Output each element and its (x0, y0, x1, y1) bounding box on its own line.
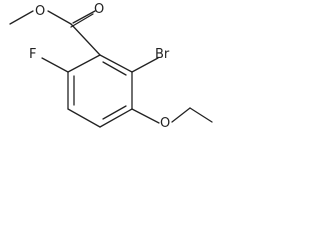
atom-label-ester-oxygen: O (35, 4, 45, 19)
atom-label-carbonyl-oxygen: O (94, 2, 104, 17)
chemical-structure-diagram: O O F Br O (9, 2, 213, 131)
bond-carbonyl-ring (70, 23, 101, 56)
bond-ring-ether-oxygen (131, 108, 160, 124)
ring-inner-bond-1 (102, 61, 127, 76)
bond-ring-bromine (131, 57, 159, 73)
bond-ring-fluorine (41, 57, 69, 73)
bond-methyl-oxygen (9, 10, 34, 25)
ring-bond-c4-c5 (67, 108, 101, 128)
bond-ether-oxygen-ethyl (171, 107, 191, 123)
bond-carbonyl-double-b (70, 13, 94, 28)
bond-oxygen-carbonyl-carbon (47, 10, 72, 25)
structure-canvas: O O F Br O (0, 0, 222, 163)
ring-bond-c6-c1 (67, 54, 101, 73)
bond-carbonyl-double-a (72, 10, 96, 24)
atom-label-bromine: Br (155, 47, 170, 62)
bond-ethyl-methyl (189, 107, 213, 123)
atom-label-ether-oxygen: O (160, 116, 170, 131)
ring-bond-c1-c2 (99, 54, 133, 73)
ring-inner-bond-2 (102, 105, 127, 120)
ring-bond-c3-c4 (99, 108, 133, 128)
atom-label-fluorine: F (29, 47, 36, 62)
